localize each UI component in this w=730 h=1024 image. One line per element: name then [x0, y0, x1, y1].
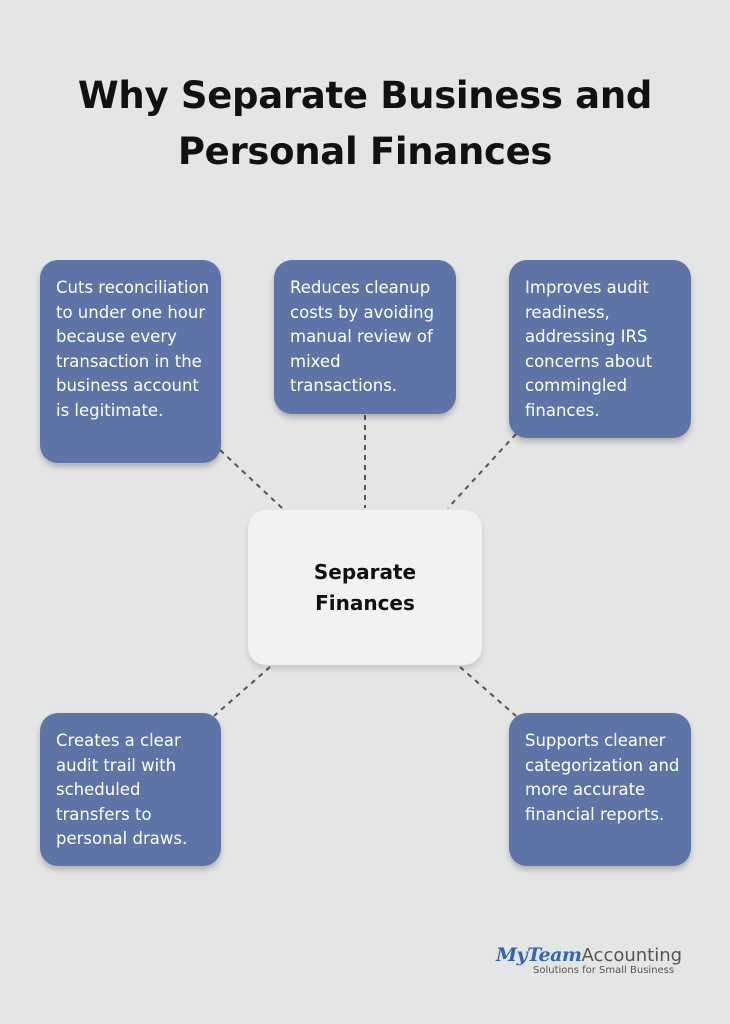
- logo-brand-word: Accounting: [581, 945, 683, 966]
- connector-top-left: [219, 449, 283, 509]
- benefit-node-text: Creates a clear audit trail with schedul…: [56, 731, 188, 849]
- benefit-node-audit-readiness: Improves audit readiness, addressing IRS…: [509, 260, 691, 438]
- benefit-node-audit-trail: Creates a clear audit trail with schedul…: [40, 713, 221, 866]
- benefit-node-categorization: Supports cleaner categorization and more…: [509, 713, 691, 866]
- logo-wordmark: MyTeamAccounting: [496, 944, 682, 967]
- benefit-node-cleanup-costs: Reduces cleanup costs by avoiding manual…: [274, 260, 456, 414]
- connector-top-right: [447, 433, 517, 509]
- diagram-title: Why Separate Business and Personal Finan…: [77, 74, 653, 173]
- benefit-node-text: Improves audit readiness, addressing IRS…: [525, 278, 653, 420]
- benefit-node-text: Supports cleaner categorization and more…: [525, 731, 680, 824]
- benefit-node-text: Cuts reconciliation to under one hour be…: [56, 278, 210, 420]
- logo-tagline: Solutions for Small Business: [533, 965, 675, 976]
- logo-brand-mark: MyTeam: [496, 944, 582, 966]
- connector-bottom-left: [213, 666, 271, 717]
- connector-bottom-right: [459, 666, 517, 717]
- center-node: Separate Finances: [248, 510, 482, 665]
- benefit-node-reconciliation: Cuts reconciliation to under one hour be…: [40, 260, 221, 463]
- center-node-label: Separate Finances: [313, 559, 417, 615]
- company-logo: MyTeamAccounting Solutions for Small Bus…: [496, 944, 696, 984]
- benefit-node-text: Reduces cleanup costs by avoiding manual…: [290, 278, 435, 396]
